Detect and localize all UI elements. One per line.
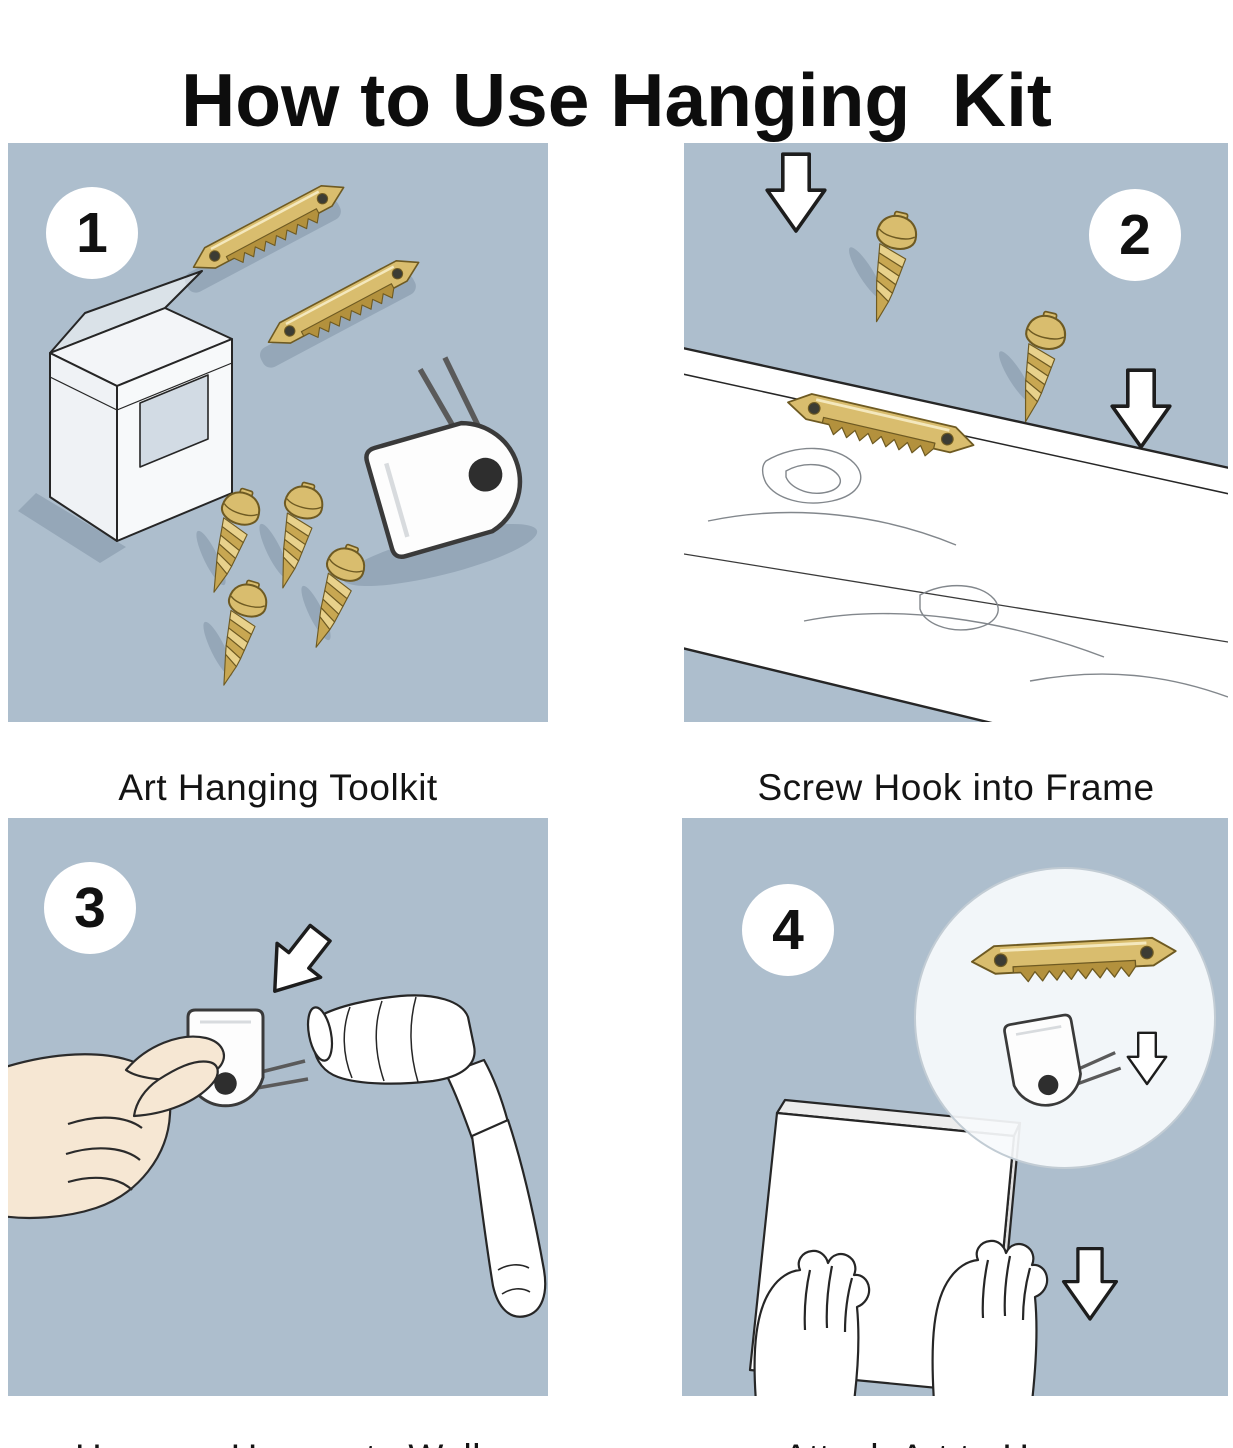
down-arrow (251, 914, 344, 1010)
step-1-panel: 1 (8, 143, 548, 722)
step-2-caption: Screw Hook into Frame (757, 767, 1155, 808)
step-4-number-badge: 4 (742, 884, 834, 976)
shadows (849, 247, 1033, 403)
zoom-bubble (914, 867, 1216, 1169)
step-4-caption: Attach Art to Hanger (682, 1437, 1228, 1448)
step-3-caption: Hammer Hanger to Wall (8, 1437, 548, 1448)
step-2-number: 2 (1119, 203, 1151, 267)
page-title: How to Use Hanging Kit (181, 58, 1052, 143)
step-4-number: 4 (772, 898, 804, 962)
toolkit-box (49, 270, 233, 542)
step-1-number-badge: 1 (46, 187, 138, 279)
step-3-illustration (8, 914, 547, 1318)
step-3-panel: 3 (8, 818, 548, 1396)
step-2-panel: 2 (684, 143, 1228, 722)
step-2-illustration (684, 152, 1228, 722)
step-4-panel: 4 (682, 818, 1228, 1396)
step-2-number-badge: 2 (1089, 189, 1181, 281)
step-1-number: 1 (76, 201, 108, 265)
hand (8, 1035, 225, 1220)
down-arrow (1061, 1246, 1119, 1321)
hammer (306, 994, 547, 1318)
step-3-number-badge: 3 (44, 862, 136, 954)
step-4-illustration (748, 867, 1216, 1396)
hands (753, 1239, 1049, 1396)
step-1-caption: Art Hanging Toolkit (118, 767, 438, 808)
wood-grain (707, 447, 1228, 698)
step-1-illustration (18, 175, 538, 692)
step-3-number: 3 (74, 876, 106, 940)
